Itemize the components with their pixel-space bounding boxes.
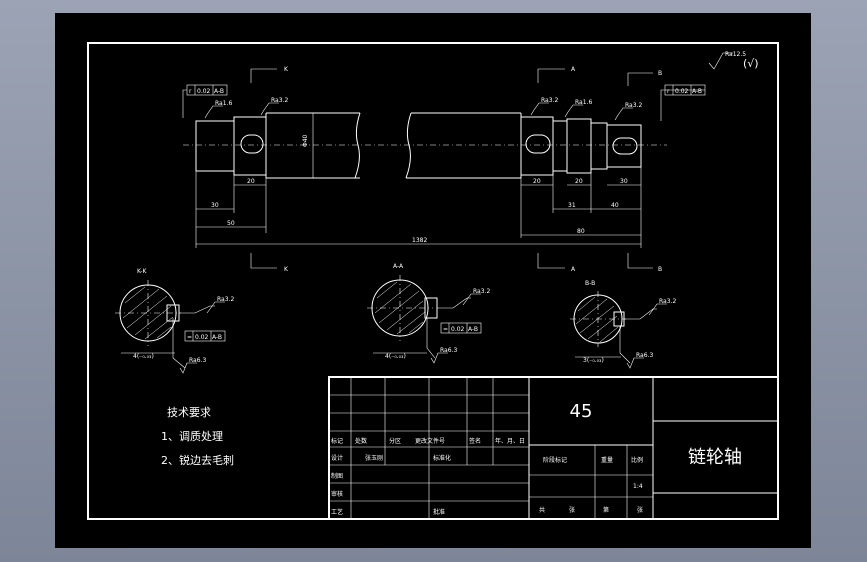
svg-text:r: r [667, 88, 670, 95]
keyway-right-1 [525, 134, 551, 154]
svg-text:Ra3.2: Ra3.2 [473, 288, 490, 295]
svg-text:Ra6.3: Ra6.3 [189, 357, 206, 364]
svg-text:签名: 签名 [469, 437, 481, 445]
svg-text:40: 40 [611, 202, 619, 209]
svg-text:共: 共 [539, 506, 545, 514]
svg-text:张: 张 [637, 506, 643, 514]
svg-text:2、锐边去毛刺: 2、锐边去毛刺 [161, 453, 234, 467]
svg-text:A-B: A-B [214, 88, 224, 95]
tolerance-frame-right: r 0.02 A-B [660, 84, 706, 121]
svg-text:B-B: B-B [585, 280, 595, 287]
svg-text:r: r [189, 88, 192, 95]
dimension-lines: 30 50 20 1382 20 31 40 80 20 30 [195, 167, 642, 248]
svg-text:张: 张 [569, 506, 575, 514]
svg-text:Ra6.3: Ra6.3 [440, 347, 457, 354]
svg-text:0.02: 0.02 [195, 334, 209, 341]
section-view-b: B-B 3(₋₀.₀₃) Ra3.2 Ra6.3 [570, 280, 676, 369]
svg-text:3(₋₀.₀₃): 3(₋₀.₀₃) [583, 357, 604, 364]
svg-text:B: B [658, 70, 662, 77]
svg-text:标记: 标记 [331, 437, 343, 445]
svg-text:(√): (√) [743, 57, 759, 70]
svg-text:设计: 设计 [331, 454, 343, 462]
svg-text:阶段标记: 阶段标记 [543, 456, 567, 464]
section-view-a: A-A 4(₋₀.₀₃) Ra3.2 = 0.02 A-B Ra6.3 [367, 263, 490, 364]
svg-text:Ra1.6: Ra1.6 [575, 99, 592, 106]
shaft-main-view: Φ40 [183, 112, 667, 179]
svg-text:A-A: A-A [393, 263, 404, 270]
technical-requirements: 技术要求 1、调质处理 2、锐边去毛刺 [161, 406, 234, 467]
svg-text:Ra1.6: Ra1.6 [215, 100, 232, 107]
section-cut-marks: K K A A B B [250, 66, 662, 273]
svg-text:Ra3.2: Ra3.2 [217, 296, 234, 303]
svg-text:80: 80 [577, 228, 585, 235]
svg-text:Ra6.3: Ra6.3 [636, 352, 653, 359]
svg-text:A-B: A-B [692, 88, 702, 95]
svg-text:Φ40: Φ40 [302, 134, 309, 147]
svg-text:处数: 处数 [355, 437, 367, 445]
svg-text:分区: 分区 [389, 437, 401, 445]
svg-text:A-B: A-B [212, 334, 222, 341]
svg-text:4(₋₀.₀₃): 4(₋₀.₀₃) [385, 353, 406, 360]
svg-text:Ra3.2: Ra3.2 [659, 298, 676, 305]
roughness-symbols-top: Ra1.6 Ra3.2 Ra3.2 Ra1.6 Ra3.2 [204, 97, 642, 121]
svg-text:=: = [443, 326, 448, 333]
part-name-label: 链轮轴 [688, 447, 742, 468]
drawing-svg: Ra12.5 (√) Φ40 K K [87, 42, 779, 520]
svg-text:1、调质处理: 1、调质处理 [161, 430, 223, 443]
svg-text:20: 20 [575, 178, 583, 185]
svg-text:Ra3.2: Ra3.2 [541, 97, 558, 104]
svg-text:=: = [187, 334, 192, 341]
svg-text:0.02: 0.02 [675, 88, 689, 95]
break-line-right [405, 112, 412, 179]
svg-text:50: 50 [227, 220, 235, 227]
svg-text:Ra3.2: Ra3.2 [625, 102, 642, 109]
svg-text:1382: 1382 [412, 237, 427, 244]
svg-text:4(₋₀.₀₃): 4(₋₀.₀₃) [133, 353, 154, 360]
material-label: 45 [570, 401, 593, 422]
tolerance-frame-left: r 0.02 A-B [182, 84, 228, 118]
svg-text:30: 30 [620, 178, 628, 185]
break-line-left [354, 112, 361, 179]
svg-text:Ra12.5: Ra12.5 [725, 51, 746, 58]
roughness-corner-symbol: Ra12.5 (√) [708, 51, 759, 70]
svg-text:31: 31 [568, 202, 576, 209]
svg-text:0.02: 0.02 [451, 326, 465, 333]
svg-text:0.02: 0.02 [197, 88, 211, 95]
svg-text:比例: 比例 [631, 456, 643, 464]
svg-text:年、月、日: 年、月、日 [495, 437, 525, 445]
svg-text:20: 20 [533, 178, 541, 185]
svg-text:A: A [571, 266, 576, 273]
keyway-right-2 [612, 137, 638, 155]
svg-text:第: 第 [603, 506, 609, 514]
svg-text:标准化: 标准化 [433, 454, 451, 462]
svg-text:更改文件号: 更改文件号 [415, 437, 445, 445]
svg-text:K: K [284, 66, 289, 73]
svg-text:制图: 制图 [331, 472, 343, 480]
svg-text:A: A [571, 66, 576, 73]
svg-text:张玉刚: 张玉刚 [365, 454, 383, 462]
svg-text:重量: 重量 [601, 456, 613, 464]
section-view-k: K-K 4(₋₀.₀₃) Ra3.2 = 0.02 A-B Ra6.3 [115, 268, 234, 374]
svg-text:K: K [284, 266, 289, 273]
svg-text:工艺: 工艺 [331, 508, 343, 516]
svg-text:30: 30 [211, 202, 219, 209]
svg-text:1:4: 1:4 [633, 483, 643, 490]
svg-text:Ra3.2: Ra3.2 [271, 97, 288, 104]
svg-text:审核: 审核 [331, 490, 343, 498]
svg-text:20: 20 [247, 178, 255, 185]
border-frame [87, 42, 779, 520]
svg-text:K-K: K-K [137, 268, 147, 275]
svg-text:B: B [658, 266, 662, 273]
svg-text:A-B: A-B [468, 326, 478, 333]
svg-text:技术要求: 技术要求 [167, 406, 211, 419]
drawing-canvas: Ra12.5 (√) Φ40 K K [55, 13, 811, 548]
title-block: 标记 处数 分区 更改文件号 签名 年、月、日 设计 张玉刚 标准化 制图 审核… [328, 376, 779, 520]
keyway-left [240, 134, 264, 154]
svg-text:批准: 批准 [433, 508, 445, 516]
